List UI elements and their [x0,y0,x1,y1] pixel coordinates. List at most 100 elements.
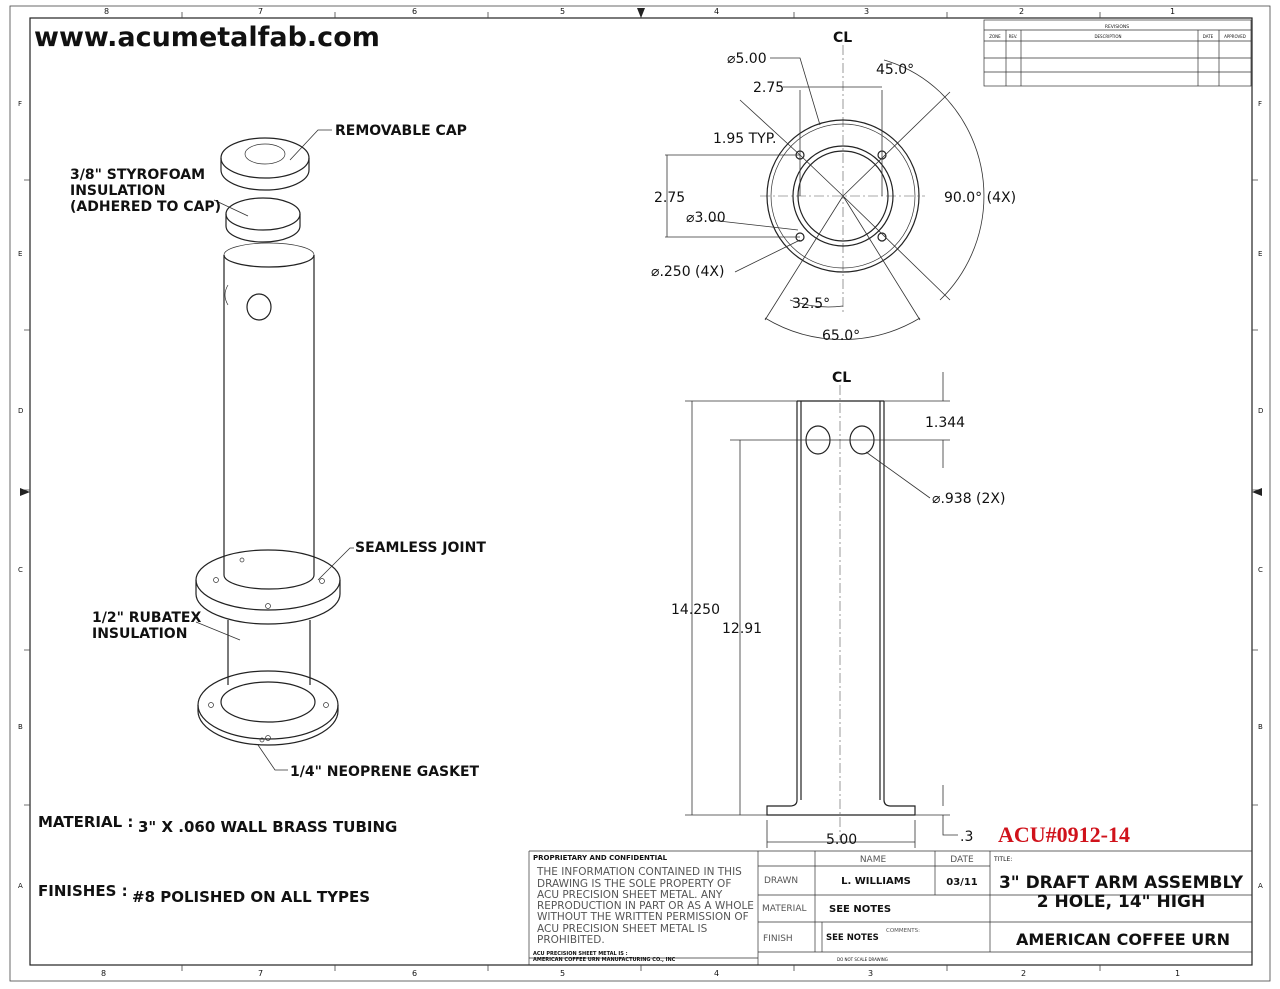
proprietary-line-3: ACU PRECISION SHEET METAL. ANY [537,889,723,901]
top-typ: 1.95 TYP. [713,131,776,147]
title-line-1: 3" DRAFT ARM ASSEMBLY [999,873,1244,893]
name-header: NAME [860,855,887,865]
rev-col-date: DATE [1203,34,1214,39]
revisions-title: REVISIONS [1105,24,1129,30]
top-hole-dia: ⌀.250 (4X) [651,264,724,280]
zone-top-3: 3 [864,7,869,16]
zone-top-5: 5 [560,7,565,16]
top-dia-inner: ⌀3.00 [686,210,726,226]
zone-right-e: E [1258,250,1262,258]
do-not-scale: DO NOT SCALE DRAWING [837,957,888,962]
material-note-label: MATERIAL : [38,813,133,831]
proprietary-line-1: THE INFORMATION CONTAINED IN THIS [536,866,742,878]
side-hole-height: 12.91 [722,621,762,637]
zone-right-f: F [1258,100,1262,108]
flange [195,549,341,625]
top-angle-32: 32.5° [792,296,830,312]
zone-left-f: F [18,100,22,108]
side-flange-thickness: .3 [960,829,973,845]
title-block: PROPRIETARY AND CONFIDENTIAL THE INFORMA… [528,850,1252,965]
material-note-value: 3" X .060 WALL BRASS TUBING [138,818,397,836]
material-value: SEE NOTES [829,904,891,915]
outer-border [9,5,1271,982]
top-dia-outer: ⌀5.00 [727,51,767,67]
side-view: CL 1.344 ⌀.938 (2X) 14.250 12.91 5.00 .3 [671,370,1005,848]
tube-upper [223,242,315,575]
revisions-table: REVISIONS ZONE REV. DESCRIPTION DATE APP… [983,19,1252,87]
comments-label: COMMENTS: [886,928,920,934]
finish-value: SEE NOTES [826,933,879,943]
callout-rubatex-2: INSULATION [92,626,187,642]
zone-left-b: B [18,723,23,731]
company-line-1: ACU PRECISION SHEET METAL IS : [533,951,628,957]
part-number: ACU#0912-14 [998,822,1130,847]
zone-bottom-3: 3 [868,969,873,978]
proprietary-line-4: REPRODUCTION IN PART OR AS A WHOLE [537,900,754,912]
zone-right-a: A [1258,882,1263,890]
proprietary-heading: PROPRIETARY AND CONFIDENTIAL [533,854,668,862]
removable-cap [220,137,310,191]
proprietary-line-6: ACU PRECISION SHEET METAL IS [537,923,708,935]
zone-top-1: 1 [1170,7,1175,16]
top-vertical-spacing: 2.75 [654,190,685,206]
top-bolt-spacing: 2.75 [753,80,784,96]
callout-styrofoam-2: INSULATION [70,183,165,199]
proprietary-line-2: DRAWING IS THE SOLE PROPERTY OF [537,878,731,890]
callout-styrofoam-3: (ADHERED TO CAP) [70,199,221,215]
styrofoam-disc [225,197,301,243]
top-view: CL ⌀5.00 2.75 45.0° 1.95 TYP. 2.75 ⌀3.00… [651,30,1016,344]
proprietary-line-5: WITHOUT THE WRITTEN PERMISSION OF [537,911,749,923]
zone-bottom-1: 1 [1175,969,1180,978]
company-line-2: AMERICAN COFFEE URN MANUFACTURING CO., I… [533,957,676,963]
rev-col-zone: ZONE [989,34,1001,39]
finishes-note-label: FINISHES : [38,882,128,900]
zone-bottom-4: 4 [714,969,719,978]
zone-top-7: 7 [258,7,263,16]
zone-bottom-7: 7 [258,969,263,978]
top-angle-65: 65.0° [822,328,860,344]
top-angle-45: 45.0° [876,62,914,78]
zone-left-d: D [18,407,23,415]
zone-bottom-6: 6 [412,969,417,978]
customer-name: AMERICAN COFFEE URN [1016,930,1230,949]
rev-col-description: DESCRIPTION [1094,34,1121,39]
callout-seamless-joint: SEAMLESS JOINT [355,540,486,556]
zone-top-2: 2 [1019,7,1024,16]
zone-right-b: B [1258,723,1263,731]
title-label: TITLE: [993,856,1012,863]
zone-right-d: D [1258,407,1263,415]
callout-styrofoam-1: 3/8" STYROFOAM [70,167,205,183]
zone-top-6: 6 [412,7,417,16]
side-hole-dia: ⌀.938 (2X) [932,491,1005,507]
zone-bottom-2: 2 [1021,969,1026,978]
drawn-label: DRAWN [764,876,798,886]
side-centerline-label: CL [832,370,851,386]
zone-right-c: C [1258,566,1263,574]
zone-markers: 8 7 6 5 4 3 2 1 8 7 6 5 4 3 2 1 F E D C … [18,7,1263,978]
proprietary-line-7: PROHIBITED. [537,934,605,946]
drawn-date: 03/11 [946,877,978,888]
zone-top-4: 4 [714,7,719,16]
top-centerline-label: CL [833,30,852,46]
zone-bottom-5: 5 [560,969,565,978]
rev-col-rev: REV. [1009,34,1018,39]
title-line-2: 2 HOLE, 14" HIGH [1037,892,1205,912]
isometric-view: REMOVABLE CAP 3/8" STYROFOAM INSULATION … [70,123,486,780]
finishes-note-value: #8 POLISHED ON ALL TYPES [132,888,370,906]
side-hole-offset: 1.344 [925,415,965,431]
callout-removable-cap: REMOVABLE CAP [335,123,467,139]
side-flange-width: 5.00 [826,832,857,848]
drawn-name: L. WILLIAMS [841,876,911,887]
zone-bottom-8: 8 [101,969,106,978]
callout-rubatex-1: 1/2" RUBATEX [92,610,201,626]
website-url: www.acumetalfab.com [34,22,380,53]
zone-top-8: 8 [104,7,109,16]
callout-neoprene-gasket: 1/4" NEOPRENE GASKET [290,764,480,780]
zone-left-e: E [18,250,22,258]
top-angle-90: 90.0° (4X) [944,190,1016,206]
tube-lower [227,620,311,685]
zone-left-c: C [18,566,23,574]
material-label: MATERIAL [762,904,807,914]
date-header: DATE [950,855,974,865]
